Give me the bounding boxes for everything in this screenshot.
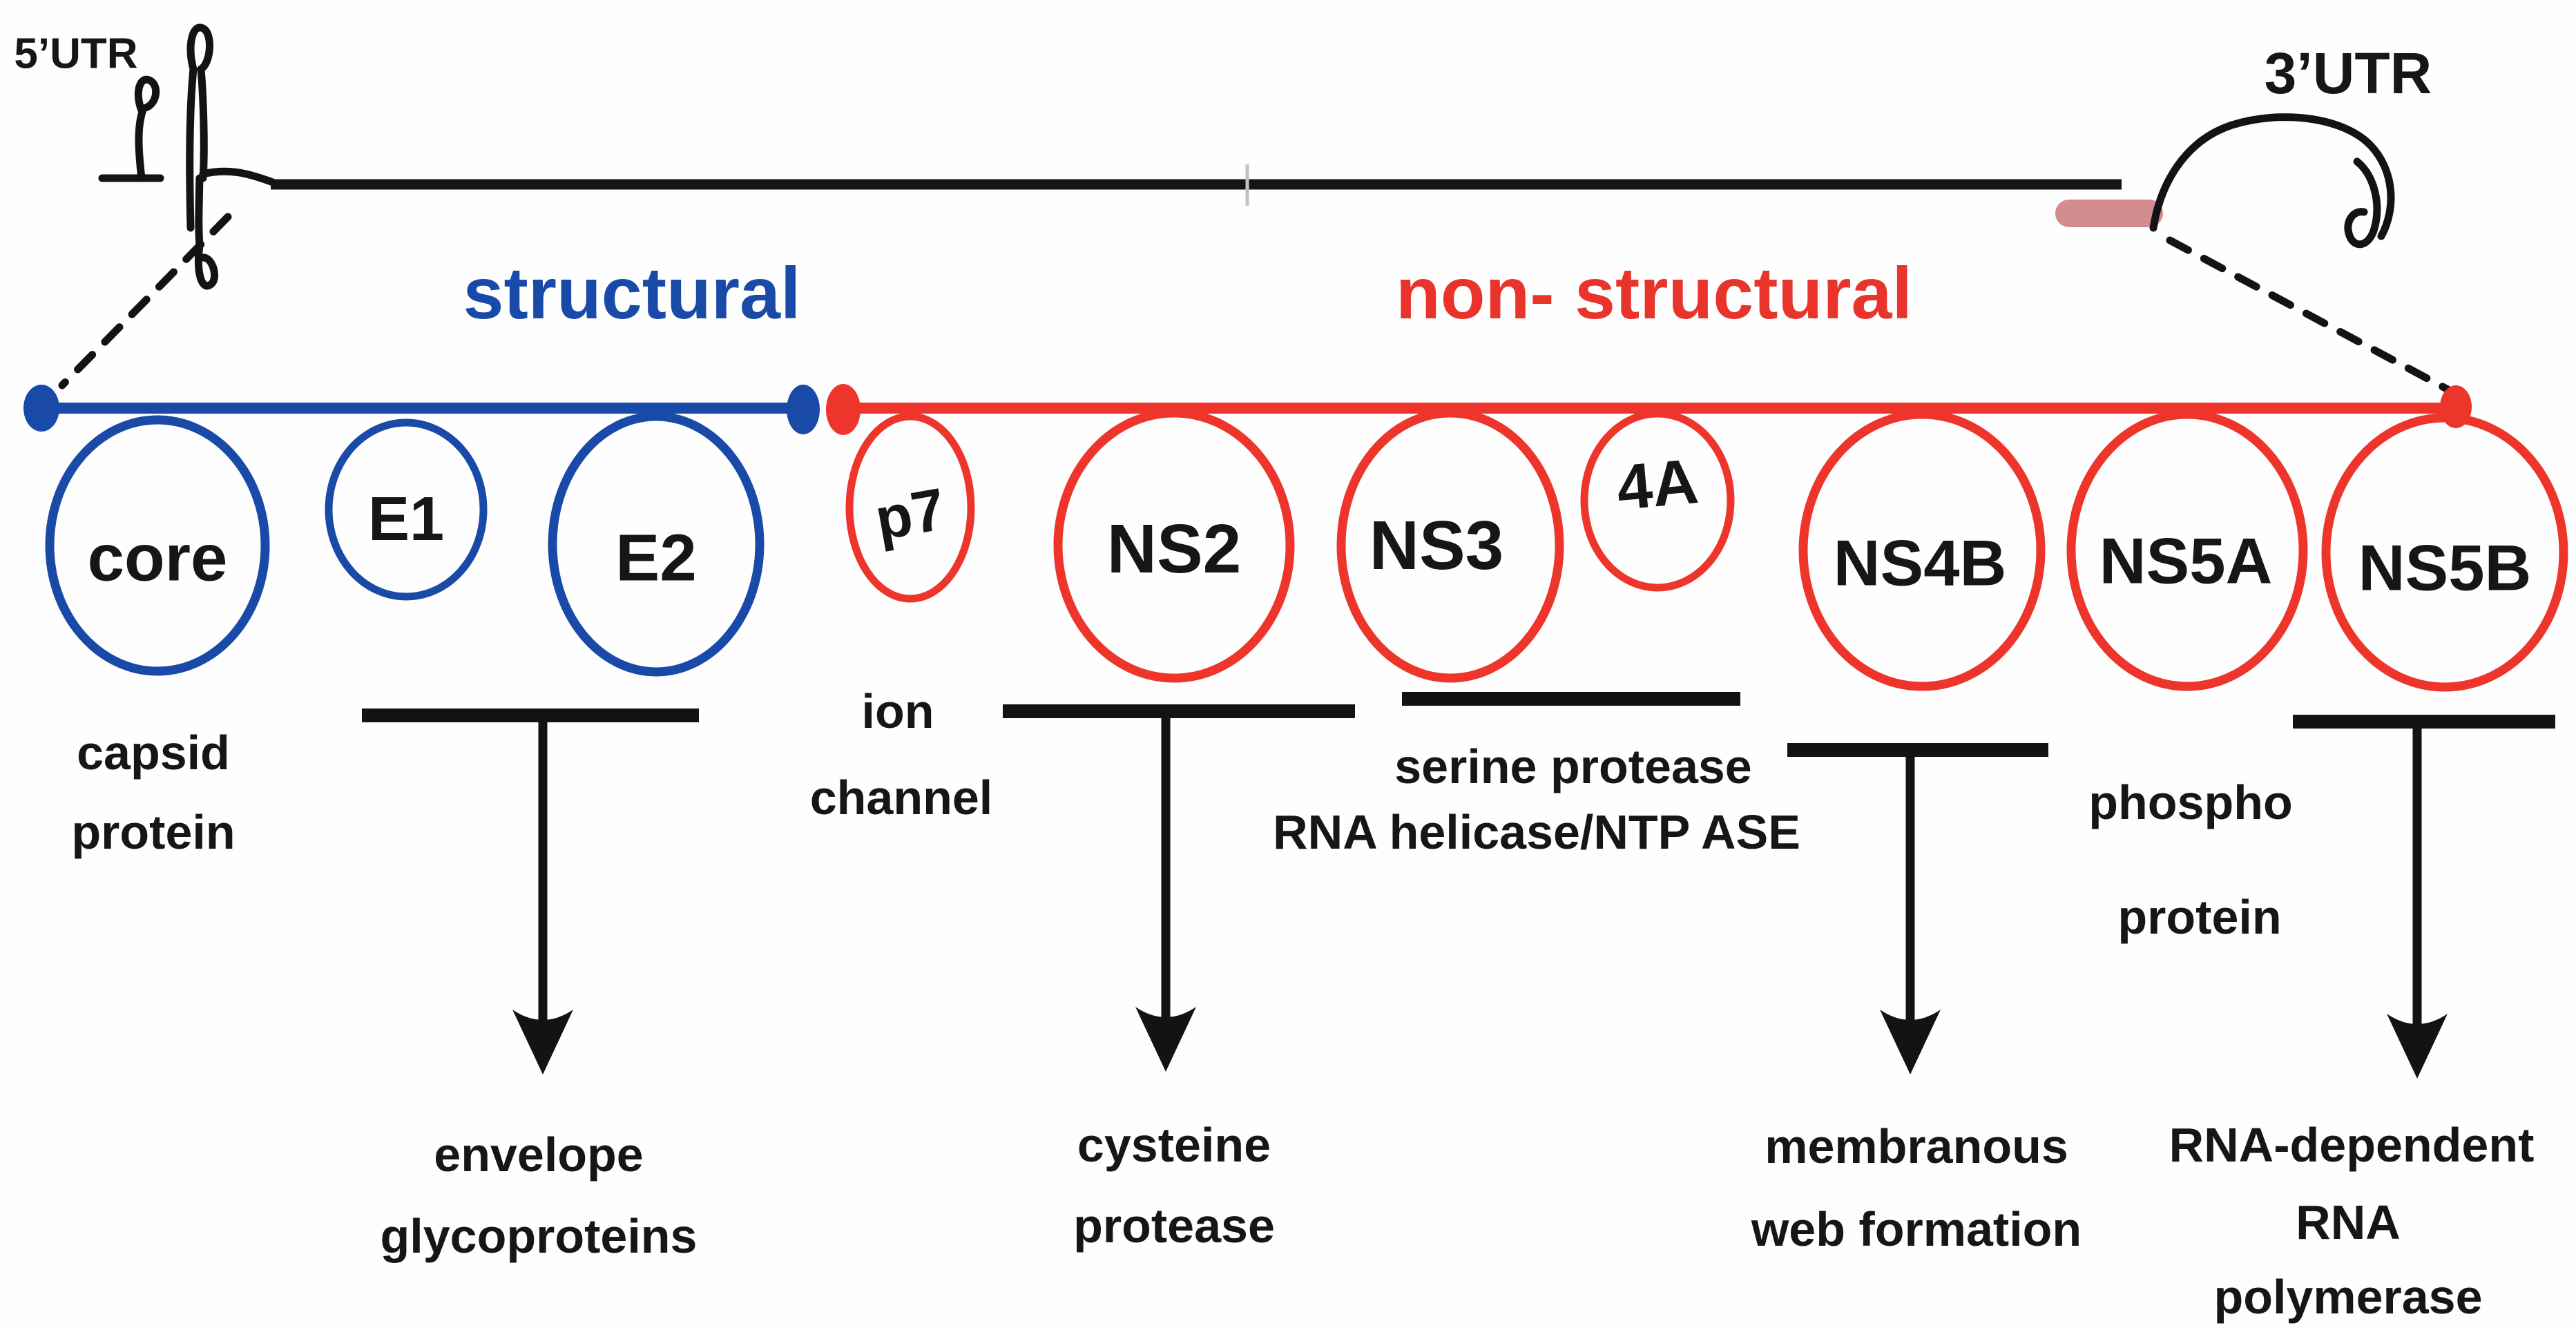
protein-circle-ns4b — [1798, 409, 2046, 691]
function-annotations: capsid protein ion channel envelope glyc… — [71, 684, 2534, 1324]
five-utr-tall-stem-left — [186, 65, 198, 232]
protein-label-ns2: NS2 — [1107, 510, 1242, 588]
annotation-membranous-line2: web formation — [1751, 1202, 2082, 1256]
protein-label-ns4b: NS4B — [1834, 527, 2007, 599]
five-utr-small-loop — [134, 75, 160, 116]
annotation-ion-line2: channel — [810, 771, 993, 825]
protein-circle-4a — [1580, 409, 1735, 592]
annotation-membranous-line1: membranous — [1765, 1119, 2068, 1173]
annotation-ion-line1: ion — [862, 684, 934, 738]
annotation-phospho-line1: phospho — [2088, 775, 2292, 829]
five-utr-structure — [98, 23, 277, 290]
annotation-serine-line2: RNA helicase/NTP ASE — [1273, 805, 1800, 859]
structural-start-dot — [23, 385, 59, 432]
protein-circle-e2 — [548, 412, 765, 677]
dashed-line-right — [2166, 236, 2454, 395]
annotation-phospho-line2: protein — [2117, 890, 2281, 944]
five-utr-tail-stem — [195, 174, 204, 249]
protein-label-4a: 4A — [1614, 446, 1701, 523]
five-utr-tail-loop — [194, 241, 218, 290]
protein-label-p7: p7 — [870, 476, 950, 553]
protein-label-ns5b: NS5B — [2358, 532, 2532, 604]
three-utr-structure — [2149, 113, 2395, 249]
protein-circle-ns3 — [1336, 408, 1564, 683]
annotation-capsid-line1: capsid — [77, 726, 230, 780]
protein-circle-core — [45, 415, 270, 676]
protein-label-e2: E2 — [615, 521, 696, 595]
annotation-rdrp-line3: polymerase — [2213, 1270, 2482, 1324]
annotation-envelope-line1: envelope — [434, 1128, 643, 1182]
five-utr-tall-loop — [186, 23, 214, 73]
three-utr-inner-loop — [2344, 157, 2381, 249]
annotation-cysteine-line1: cysteine — [1077, 1118, 1271, 1172]
non-structural-region-label: non- structural — [1396, 253, 1912, 334]
five-utr-small-stem — [135, 108, 146, 182]
non-structural-segment — [826, 384, 2472, 435]
annotation-rdrp-line2: RNA — [2296, 1195, 2401, 1249]
five-utr-baseline-right — [199, 167, 277, 186]
protein-circle-ns5a — [2066, 409, 2308, 691]
annotation-serine-line1: serine protease — [1394, 740, 1751, 793]
protein-label-e1: E1 — [368, 485, 444, 554]
protein-circle-ns2 — [1053, 408, 1295, 683]
structural-segment — [23, 385, 820, 434]
protein-circles — [45, 408, 2568, 692]
three-utr-dome — [2149, 113, 2395, 240]
three-utr-label: 3’UTR — [2265, 41, 2432, 106]
membranous-arrowhead-icon — [1880, 1010, 1941, 1074]
annotation-cysteine-line2: protease — [1073, 1199, 1275, 1253]
protein-label-ns5a: NS5A — [2099, 525, 2273, 597]
annotation-capsid-line2: protein — [71, 805, 235, 859]
protein-label-core: core — [88, 521, 228, 595]
five-utr-label: 5’UTR — [14, 30, 137, 78]
protein-circle-p7 — [845, 412, 975, 603]
protein-labels: core E1 E2 p7 NS2 NS3 4A NS4B NS5A NS5B — [88, 446, 2532, 604]
genome-top-line-group — [271, 164, 2163, 227]
function-brackets — [362, 692, 2555, 1079]
protein-circle-ns5b — [2321, 413, 2568, 692]
structural-region-label: structural — [463, 253, 801, 334]
structural-end-dot — [787, 385, 820, 434]
annotation-rdrp-line1: RNA-dependent — [2169, 1118, 2535, 1172]
protein-label-ns3: NS3 — [1369, 507, 1504, 584]
envelope-arrowhead-icon — [512, 1010, 573, 1074]
protein-circle-e1 — [325, 418, 488, 601]
non-structural-start-dot — [826, 384, 861, 435]
annotation-envelope-line2: glycoproteins — [381, 1209, 698, 1263]
cysteine-arrowhead-icon — [1135, 1007, 1196, 1072]
dashed-line-left — [58, 213, 232, 389]
five-utr-tall-stem-right — [197, 65, 208, 182]
polymerase-arrowhead-icon — [2387, 1014, 2448, 1079]
